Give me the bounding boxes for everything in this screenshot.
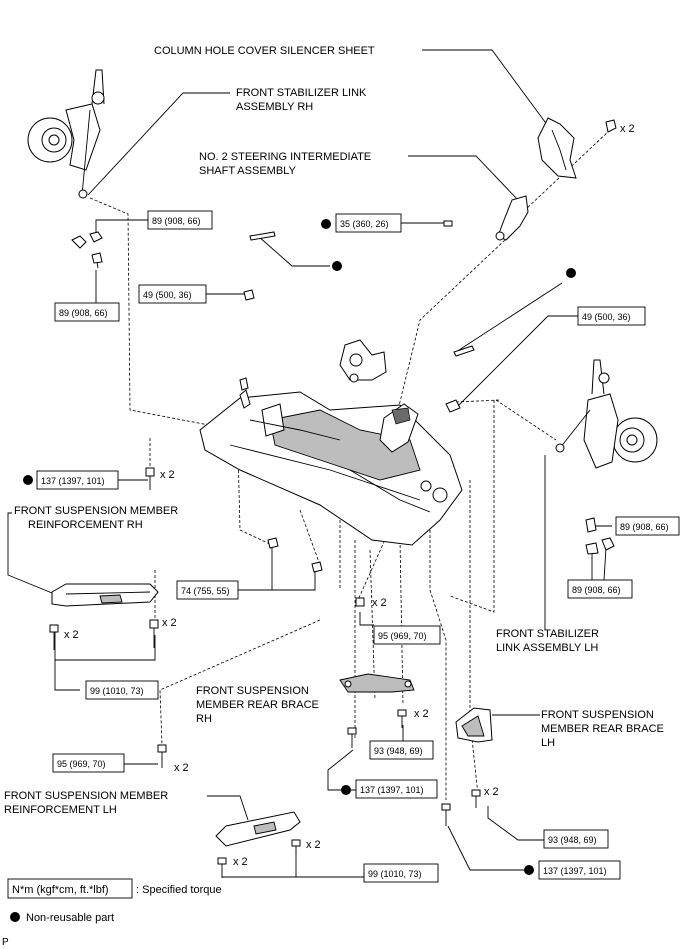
qty-clip: x 2 <box>620 123 635 135</box>
engine-mount-bracket <box>339 339 387 383</box>
nonreusable-dot <box>23 475 33 485</box>
torque-74: 74 (755, 55) <box>181 586 230 596</box>
suspension-member-rear-brace-rh <box>339 673 415 693</box>
label-rear-brace-rh-line3: RH <box>196 713 212 725</box>
torque-49-right: 49 (500, 36) <box>582 312 631 322</box>
nonreusable-dot <box>566 268 576 278</box>
label-stab-link-lh-line1: FRONT STABILIZER <box>496 628 599 640</box>
torque-95-bolt: 95 (969, 70) <box>57 759 106 769</box>
torque-89-left: 89 (908, 66) <box>59 308 108 318</box>
front-knuckle-rh <box>27 69 105 199</box>
legend: N*m (kgf*cm, ft.*lbf) : Specified torque… <box>7 878 222 924</box>
torque-95-nut: 95 (969, 70) <box>378 631 427 641</box>
label-stab-link-rh-line1: FRONT STABILIZER LINK <box>236 87 367 99</box>
label-rear-brace-lh-line3: LH <box>541 737 555 749</box>
suspension-member-reinforcement-rh <box>51 583 159 607</box>
member-nuts-bolts <box>145 467 481 878</box>
leader-lines <box>7 49 612 878</box>
stabilizer-link-rh-nuts <box>71 231 103 269</box>
nonreusable-dot <box>321 219 331 229</box>
torque-89-right-top: 89 (908, 66) <box>620 522 669 532</box>
suspension-member-rear-brace-lh <box>455 707 493 743</box>
non-reusable-markers <box>23 219 576 875</box>
label-reinf-rh-line1: FRONT SUSPENSION MEMBER <box>14 505 178 517</box>
qty-reinf-rh-right: x 2 <box>162 617 177 629</box>
qty-nut-95: x 2 <box>372 597 387 609</box>
torque-137-mid: 137 (1397, 101) <box>360 785 424 795</box>
label-reinf-rh-line2: REINFORCEMENT RH <box>28 519 143 531</box>
loose-bolts <box>243 231 475 413</box>
label-rear-brace-lh-line2: MEMBER REAR BRACE <box>541 723 664 735</box>
quantity-labels: x 2 x 2 x 2 x 2 x 2 x 2 x 2 x 2 x 2 x 2 <box>64 123 635 868</box>
legend-nonreusable-dot <box>10 912 20 922</box>
torque-93-rh: 93 (948, 69) <box>374 746 423 756</box>
legend-torque-unit: N*m (kgf*cm, ft.*lbf) <box>12 884 109 896</box>
steering-intermediate-shaft <box>443 195 529 241</box>
torque-49-left: 49 (500, 36) <box>143 290 192 300</box>
torque-boxes: 89 (908, 66) 89 (908, 66) 35 (360, 26) 4… <box>36 210 680 883</box>
qty-reinf-lh-right: x 2 <box>306 839 321 851</box>
legend-nonreusable-desc: Non-reusable part <box>26 912 114 924</box>
label-rear-brace-rh-line2: MEMBER REAR BRACE <box>196 699 319 711</box>
page-mark: P <box>2 937 9 948</box>
qty-reinf-lh-left: x 2 <box>233 856 248 868</box>
label-column-hole-cover: COLUMN HOLE COVER SILENCER SHEET <box>154 45 375 57</box>
nonreusable-dot <box>341 785 351 795</box>
torque-137-bottom: 137 (1397, 101) <box>543 866 607 876</box>
qty-bolt-137: x 2 <box>160 469 175 481</box>
torque-99-rh: 99 (1010, 73) <box>90 686 144 696</box>
torque-93-lh: 93 (948, 69) <box>548 835 597 845</box>
front-suspension-member <box>199 377 463 546</box>
label-stab-link-rh-line2: ASSEMBLY RH <box>236 101 313 113</box>
qty-reinf-rh-left: x 2 <box>64 629 79 641</box>
nonreusable-dot <box>524 865 534 875</box>
torque-99-lh: 99 (1010, 73) <box>368 869 422 879</box>
legend-torque-desc: : Specified torque <box>136 884 222 896</box>
label-steering-shaft-line1: NO. 2 STEERING INTERMEDIATE <box>199 151 371 163</box>
part-labels: COLUMN HOLE COVER SILENCER SHEET FRONT S… <box>4 45 664 816</box>
label-reinf-lh-line2: REINFORCEMENT LH <box>4 804 117 816</box>
nonreusable-dot <box>332 261 342 271</box>
stabilizer-link-lh-nuts <box>585 517 615 555</box>
label-steering-shaft-line2: SHAFT ASSEMBLY <box>199 165 296 177</box>
torque-89-right-bottom: 89 (908, 66) <box>572 585 621 595</box>
reinforcement-rh-bolts <box>49 619 159 650</box>
qty-bolt-95: x 2 <box>174 762 189 774</box>
torque-137-top: 137 (1397, 101) <box>41 476 105 486</box>
torque-35: 35 (360, 26) <box>340 219 389 229</box>
qty-brace-rh: x 2 <box>414 708 429 720</box>
label-rear-brace-rh-line1: FRONT SUSPENSION <box>196 685 309 697</box>
label-stab-link-lh-line2: LINK ASSEMBLY LH <box>496 642 598 654</box>
label-rear-brace-lh-line1: FRONT SUSPENSION <box>541 709 654 721</box>
torque-89-top: 89 (908, 66) <box>152 216 201 226</box>
column-hole-cover-silencer-sheet <box>537 117 617 179</box>
suspension-member-reinforcement-lh <box>215 811 301 847</box>
front-knuckle-lh <box>555 359 658 469</box>
label-reinf-lh-line1: FRONT SUSPENSION MEMBER <box>4 790 168 802</box>
qty-brace-lh: x 2 <box>484 786 499 798</box>
